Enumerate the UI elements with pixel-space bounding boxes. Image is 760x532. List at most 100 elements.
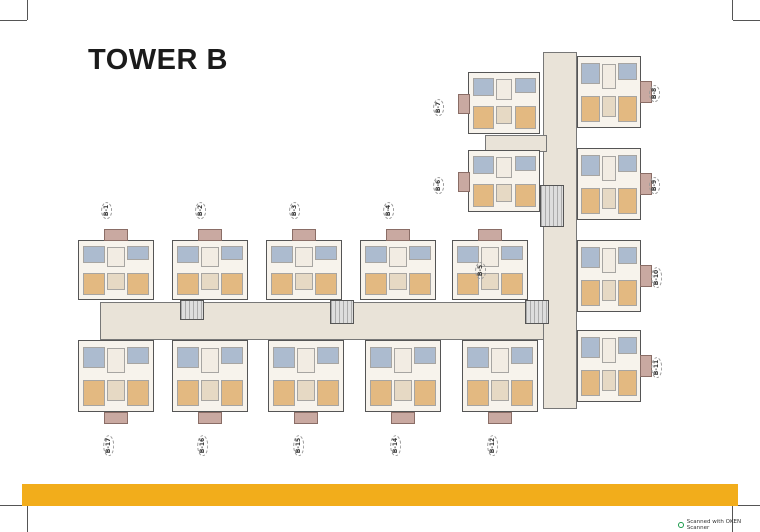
room	[315, 245, 338, 261]
room	[601, 64, 617, 89]
room	[107, 379, 125, 401]
unit-label: B-14	[390, 434, 402, 457]
room	[514, 184, 536, 207]
room	[466, 346, 489, 368]
room	[389, 246, 407, 268]
room	[581, 95, 600, 123]
vertical-corridor	[543, 52, 577, 409]
unit-label: B-12	[487, 434, 499, 457]
unit-number: B-1	[101, 201, 113, 220]
unit-number: B-11	[651, 356, 663, 379]
unit-label: B-4	[383, 201, 395, 220]
room	[409, 245, 432, 261]
room	[127, 379, 150, 407]
crop-mark	[733, 20, 760, 21]
apartment-unit	[577, 56, 641, 128]
room	[601, 156, 617, 181]
apartment-unit	[462, 340, 538, 412]
unit-number: B-4	[383, 201, 395, 220]
room	[394, 379, 412, 401]
balcony	[292, 229, 316, 241]
room	[221, 272, 244, 295]
room	[317, 346, 340, 365]
room	[176, 245, 199, 264]
room	[495, 106, 513, 124]
room	[414, 346, 437, 365]
room	[618, 246, 637, 265]
room	[495, 184, 513, 202]
room	[601, 95, 617, 117]
apartment-unit	[172, 240, 248, 300]
room	[581, 187, 600, 215]
unit-number: B-16	[197, 434, 209, 457]
room	[369, 379, 392, 407]
room	[472, 184, 494, 207]
balcony	[488, 412, 512, 424]
accent-bar	[22, 484, 738, 506]
room	[618, 62, 637, 81]
room	[107, 348, 125, 373]
room	[618, 336, 637, 355]
room	[581, 62, 600, 84]
unit-number: B-9	[649, 176, 661, 195]
room	[514, 77, 536, 93]
crop-mark	[27, 0, 28, 20]
room	[201, 348, 219, 373]
balcony	[104, 229, 128, 241]
room	[495, 157, 513, 178]
room	[501, 272, 524, 295]
room	[364, 272, 387, 295]
room	[491, 379, 509, 401]
room	[514, 155, 536, 171]
room	[618, 369, 637, 397]
room	[82, 272, 105, 295]
unit-number: B-10	[651, 266, 663, 289]
apartment-unit	[268, 340, 344, 412]
apartment-unit	[78, 240, 154, 300]
room	[176, 346, 199, 368]
apartment-unit	[172, 340, 248, 412]
room	[491, 348, 509, 373]
unit-number: B-15	[293, 434, 305, 457]
room	[581, 246, 600, 268]
unit-number: B-8	[649, 84, 661, 103]
room	[272, 346, 295, 368]
balcony	[198, 412, 222, 424]
room	[581, 336, 600, 358]
apartment-unit	[365, 340, 441, 412]
room	[82, 245, 105, 264]
room	[466, 379, 489, 407]
unit-number: B-14	[390, 434, 402, 457]
room	[127, 245, 150, 261]
balcony	[478, 229, 502, 241]
crop-mark	[732, 0, 733, 20]
unit-label: B-15	[293, 434, 305, 457]
unit-number: B-6	[433, 176, 445, 195]
balcony	[640, 81, 652, 103]
crop-mark	[27, 505, 28, 532]
room	[127, 272, 150, 295]
room	[295, 272, 313, 291]
unit-number: B-3	[289, 201, 301, 220]
room	[618, 279, 637, 307]
apartment-unit	[266, 240, 342, 300]
room	[581, 369, 600, 397]
unit-label: B-8	[649, 84, 661, 103]
room	[472, 77, 494, 96]
room	[107, 246, 125, 268]
apartment-unit	[360, 240, 436, 300]
staircase	[330, 300, 354, 324]
apartment-unit	[577, 240, 641, 312]
unit-label: B-1	[101, 201, 113, 220]
balcony	[104, 412, 128, 424]
room	[601, 187, 617, 209]
balcony	[640, 173, 652, 195]
room	[472, 106, 494, 129]
room	[389, 272, 407, 291]
balcony	[458, 172, 470, 192]
scanner-watermark: Scanned with OKEN Scanner	[678, 519, 760, 531]
room	[221, 245, 244, 261]
unit-label: B-5	[475, 261, 487, 280]
room	[514, 106, 536, 129]
crop-mark	[732, 505, 733, 532]
